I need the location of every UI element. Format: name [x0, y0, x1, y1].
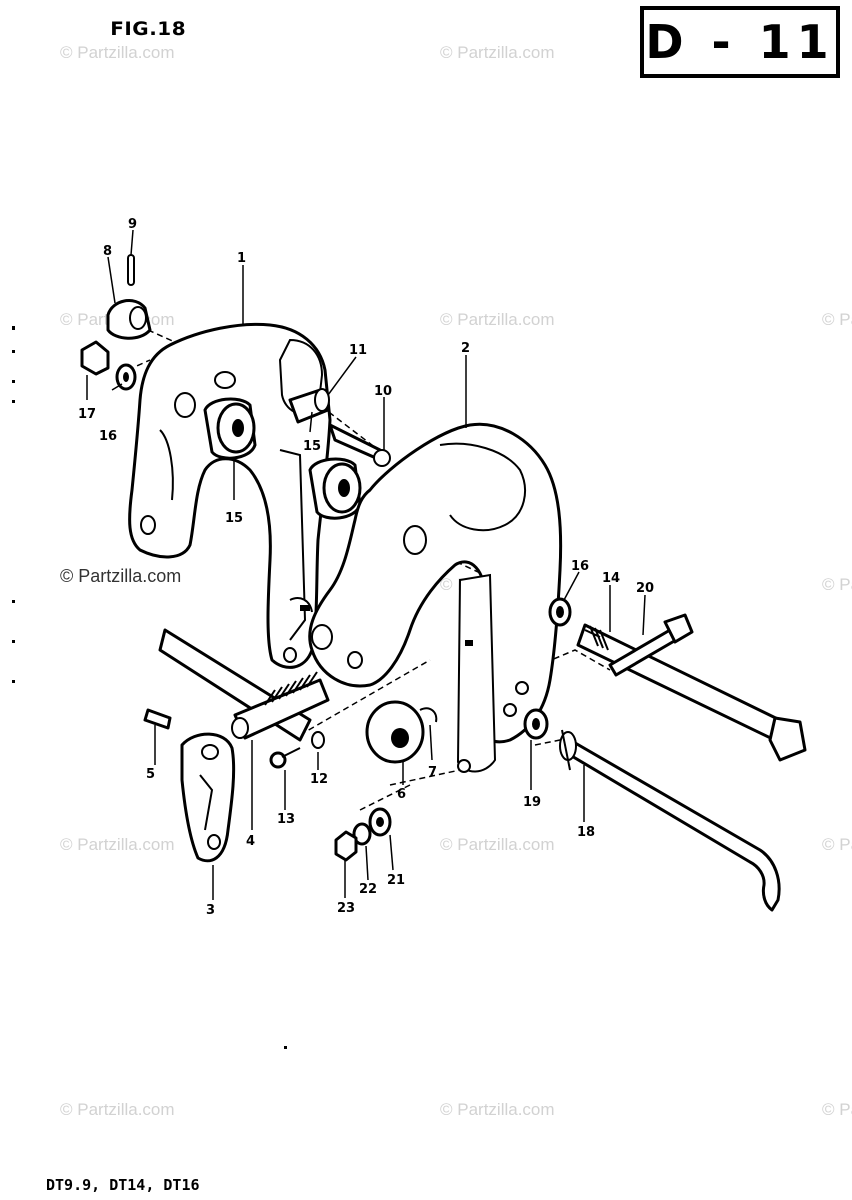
watermark: © Partzilla.com: [822, 575, 852, 594]
callout-15-b: 15: [303, 439, 321, 454]
callout-10: 10: [374, 384, 392, 399]
callout-19: 19: [523, 795, 541, 810]
watermark: © Partzilla.com: [822, 310, 852, 329]
watermark: © Partzilla.com: [440, 1100, 555, 1119]
callout-12: 12: [310, 772, 328, 787]
callout-4: 4: [246, 834, 255, 849]
watermark-dark: © Partzilla.com: [60, 566, 181, 586]
callouts: 1 2 3 4 5 6 7 8 9 10 11 12 13 14 15 15 1…: [78, 217, 654, 918]
watermark: © Partzilla.com: [440, 835, 555, 854]
part-15-bushing-b: [308, 457, 362, 520]
part-2-clamp-bracket: [308, 422, 563, 773]
callout-18: 18: [577, 825, 595, 840]
callout-11: 11: [349, 343, 367, 358]
part-16-washer: [548, 597, 572, 627]
part-11-sleeve: [288, 388, 330, 424]
watermark: © Partzilla.com: [60, 835, 175, 854]
part-8-cap: [106, 299, 152, 340]
leader-lines: [86, 229, 646, 900]
part-17-nut: [80, 340, 110, 376]
callout-21: 21: [387, 873, 405, 888]
callout-2: 2: [461, 341, 470, 356]
watermark: © Partzilla.com: [822, 835, 852, 854]
callout-8: 8: [103, 244, 112, 259]
part-22-lockwasher: [352, 822, 372, 846]
callout-5: 5: [146, 767, 155, 782]
callout-1: 1: [237, 251, 246, 266]
part-9-pin: [127, 254, 135, 286]
part-5-pin: [143, 708, 172, 730]
watermark: © Partzilla.com: [440, 43, 555, 62]
watermark-layer: © Partzilla.com © Partzilla.com © Partzi…: [60, 43, 852, 1119]
part-23-nut: [334, 830, 358, 862]
callout-15-a: 15: [225, 511, 243, 526]
part-1-clamp-bracket: [128, 322, 332, 669]
callout-16-b: 16: [99, 429, 117, 444]
model-list: DT9.9, DT14, DT16: [46, 1176, 200, 1194]
figure-title: FIG.18: [110, 18, 187, 40]
callout-22: 22: [359, 882, 377, 897]
part-18-lever-rod: [559, 729, 781, 912]
part-10-pin: [328, 423, 391, 467]
part-13-screw: [269, 747, 301, 769]
part-19-bushing: [523, 708, 549, 740]
part-15-bushing-a: [203, 397, 257, 460]
part-7-clip: [419, 707, 438, 723]
part-16-washer-left: [115, 363, 137, 391]
callout-16-a: 16: [571, 559, 589, 574]
callout-14: 14: [602, 571, 620, 586]
callout-6: 6: [397, 787, 406, 802]
watermark: © Partzilla.com: [440, 310, 555, 329]
callout-17: 17: [78, 407, 96, 422]
part-6-knob: [365, 700, 425, 764]
callout-20: 20: [636, 581, 654, 596]
callout-13: 13: [277, 812, 295, 827]
callout-9: 9: [128, 217, 137, 232]
part-20-screw: [608, 613, 694, 677]
part-3-cam: [180, 732, 236, 863]
part-4-adjuster: [158, 628, 330, 749]
watermark: © Partzilla.com: [60, 1100, 175, 1119]
callout-7: 7: [428, 765, 437, 780]
scan-specks: [12, 326, 287, 1049]
figure-code-box: D - 11: [640, 6, 840, 78]
part-14-bolt: [576, 623, 807, 762]
watermark: © Partzilla.com: [60, 43, 175, 62]
callout-23: 23: [337, 901, 355, 916]
callout-3: 3: [206, 903, 215, 918]
part-21-washer: [368, 807, 392, 837]
watermark: © Partzilla.com: [822, 1100, 852, 1119]
